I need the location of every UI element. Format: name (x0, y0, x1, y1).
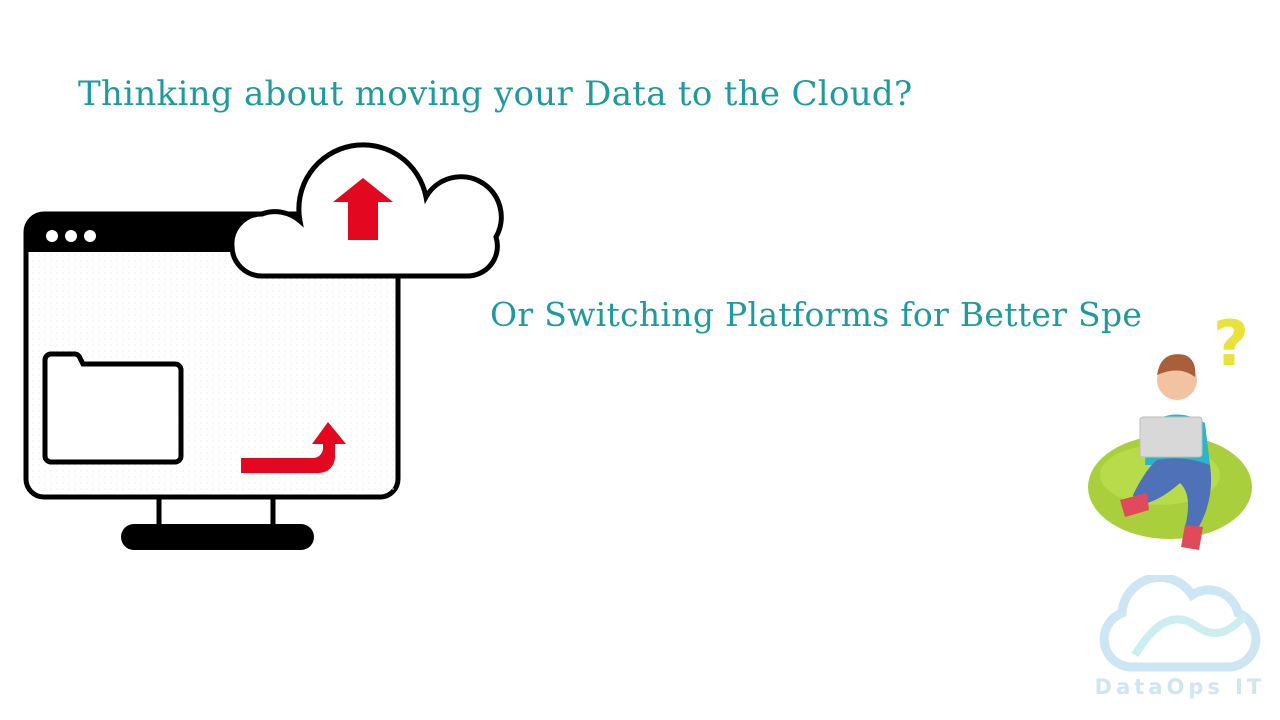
window-dots-icon (46, 230, 96, 242)
turn-up-arrow-icon (241, 422, 346, 473)
dataops-logo: DataOps IT (1090, 572, 1270, 699)
headline-cloud-question: Thinking about moving your Data to the C… (78, 74, 913, 114)
thinking-person-icon: ? (1088, 307, 1252, 550)
question-mark-icon: ? (1213, 307, 1249, 380)
monitor-cloud-illustration (23, 142, 504, 550)
cloud-logo-icon (1099, 572, 1261, 672)
headline-switching-platforms: Or Switching Platforms for Better Spe (490, 295, 1143, 334)
folder-icon (42, 351, 184, 465)
cloud-upload-icon (229, 142, 504, 279)
logo-text: DataOps IT (1094, 675, 1266, 699)
